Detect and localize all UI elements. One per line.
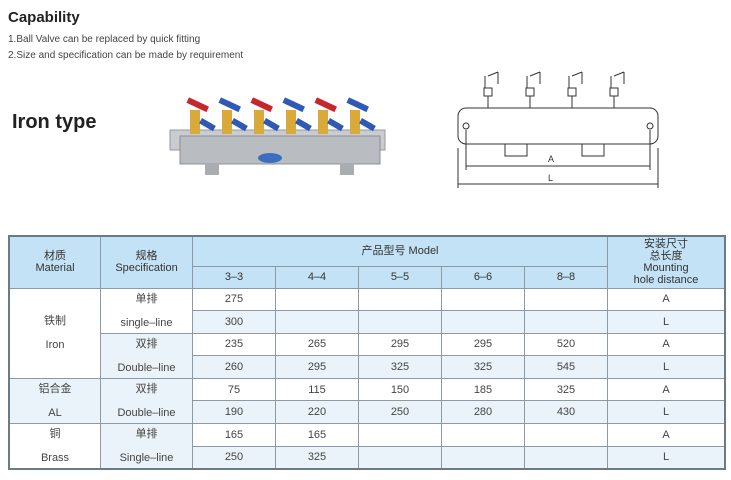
value-cell bbox=[358, 287, 442, 312]
value-cell bbox=[275, 310, 359, 334]
value-cell: 115 bbox=[275, 377, 359, 402]
value-cell: 295 bbox=[358, 332, 442, 357]
value-cell: 185 bbox=[441, 377, 525, 402]
value-cell: 220 bbox=[275, 400, 359, 425]
value-cell: 150 bbox=[358, 377, 442, 402]
value-cell: 275 bbox=[192, 287, 276, 312]
note-2: 2.Size and specification can be made by … bbox=[8, 50, 244, 61]
value-cell: 235 bbox=[192, 332, 276, 357]
header-model: 产品型号 Model bbox=[192, 235, 608, 267]
ball-valve bbox=[186, 97, 216, 134]
value-cell: 75 bbox=[192, 377, 276, 402]
dim-a-label: A bbox=[548, 154, 554, 164]
ball-valve bbox=[250, 97, 280, 134]
value-cell: 325 bbox=[275, 445, 359, 470]
dimension-cell: A bbox=[607, 287, 726, 312]
value-cell bbox=[358, 310, 442, 334]
value-cell: 190 bbox=[192, 400, 276, 425]
dimension-cell: L bbox=[607, 445, 726, 470]
section-title: Capability bbox=[8, 9, 80, 26]
header-model-3–3: 3–3 bbox=[192, 265, 276, 289]
dim-l-label: L bbox=[548, 173, 553, 183]
header-model-5–5: 5–5 bbox=[358, 265, 442, 289]
ball-valve bbox=[346, 97, 376, 134]
value-cell bbox=[441, 310, 525, 334]
value-cell: 325 bbox=[441, 355, 525, 379]
value-cell bbox=[524, 310, 608, 334]
value-cell bbox=[441, 445, 525, 470]
dimension-cell: L bbox=[607, 400, 726, 425]
value-cell: 295 bbox=[275, 355, 359, 379]
value-cell bbox=[441, 423, 525, 447]
value-cell: 295 bbox=[441, 332, 525, 357]
value-cell: 520 bbox=[524, 332, 608, 357]
value-cell: 250 bbox=[192, 445, 276, 470]
header-model-8–8: 8–8 bbox=[524, 265, 608, 289]
product-label: Iron type bbox=[12, 111, 97, 133]
value-cell: 265 bbox=[275, 332, 359, 357]
value-cell bbox=[524, 423, 608, 447]
dimension-cell: A bbox=[607, 377, 726, 402]
value-cell: 325 bbox=[524, 377, 608, 402]
dimension-diagram: A L bbox=[457, 71, 659, 188]
note-1: 1.Ball Valve can be replaced by quick fi… bbox=[8, 34, 201, 45]
value-cell: 250 bbox=[358, 400, 442, 425]
value-cell bbox=[358, 423, 442, 447]
manifold-photo bbox=[169, 97, 386, 175]
value-cell: 165 bbox=[192, 423, 276, 447]
value-cell: 280 bbox=[441, 400, 525, 425]
value-cell: 260 bbox=[192, 355, 276, 379]
dimension-cell: L bbox=[607, 310, 726, 334]
value-cell bbox=[358, 445, 442, 470]
value-cell: 325 bbox=[358, 355, 442, 379]
dimension-cell: L bbox=[607, 355, 726, 379]
header-model-4–4: 4–4 bbox=[275, 265, 359, 289]
value-cell: 165 bbox=[275, 423, 359, 447]
dimension-cell: A bbox=[607, 332, 726, 357]
header-model-6–6: 6–6 bbox=[441, 265, 525, 289]
ball-valve bbox=[314, 97, 344, 134]
dimension-cell: A bbox=[607, 423, 726, 447]
value-cell bbox=[524, 445, 608, 470]
value-cell bbox=[441, 287, 525, 312]
table-row: 300 L bbox=[9, 310, 726, 334]
ball-valve bbox=[282, 97, 312, 134]
value-cell bbox=[275, 287, 359, 312]
value-cell: 300 bbox=[192, 310, 276, 334]
value-cell: 430 bbox=[524, 400, 608, 425]
value-cell bbox=[524, 287, 608, 312]
ball-valve bbox=[218, 97, 248, 134]
value-cell: 545 bbox=[524, 355, 608, 379]
